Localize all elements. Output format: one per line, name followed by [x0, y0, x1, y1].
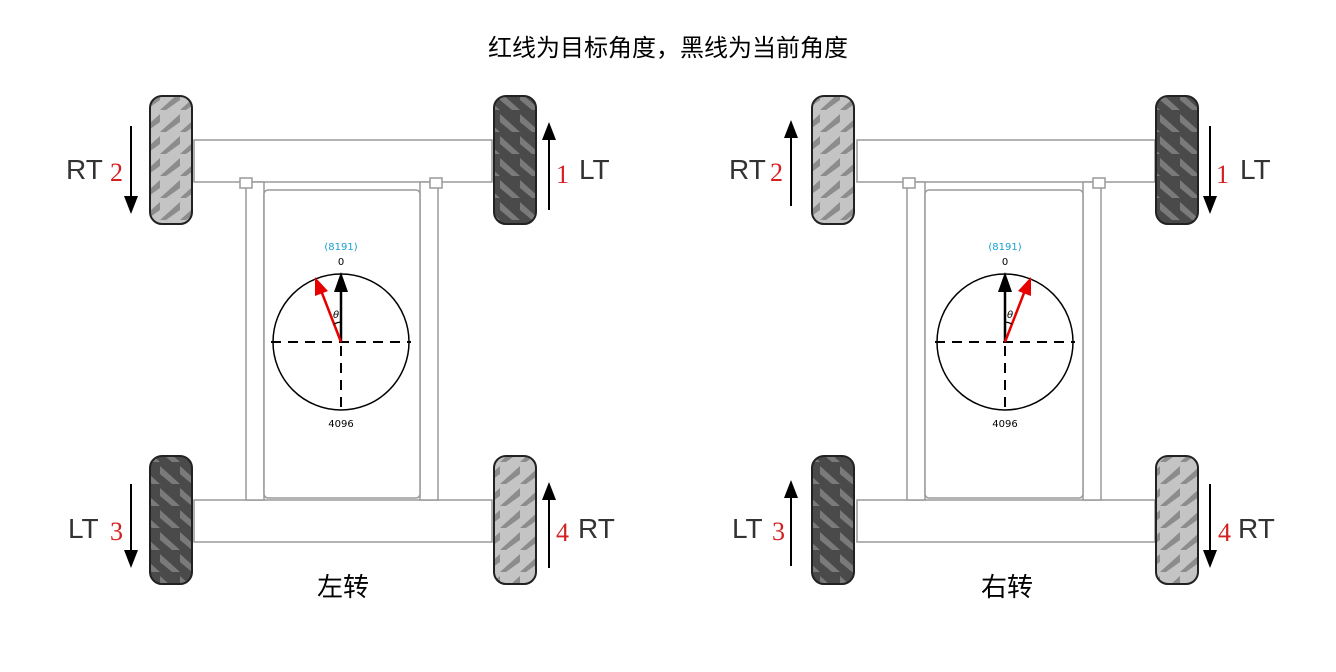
wheel-2-arrow-up	[784, 120, 798, 206]
encoder-max-label: (8191)	[324, 242, 357, 253]
target-angle-line	[315, 277, 343, 343]
current-angle-line	[998, 272, 1012, 342]
theta-symbol: θ	[333, 310, 339, 321]
wheel-3-label: LT	[68, 513, 99, 544]
wheel-1-number: 1	[556, 160, 569, 189]
left-turn-caption: 左转	[317, 573, 369, 603]
encoder-max-label: (8191)	[988, 242, 1021, 253]
encoder-top-label: 0	[1002, 257, 1008, 268]
theta-symbol: θ	[1007, 310, 1013, 321]
wheel-1-label: LT	[1240, 154, 1271, 185]
target-angle-line	[1003, 277, 1031, 343]
wheel-3	[811, 455, 855, 585]
encoder-bottom-label: 4096	[992, 419, 1017, 430]
wheel-2-label: RT	[66, 154, 103, 185]
wheel-4-label: RT	[1238, 513, 1275, 544]
wheel-3-arrow-up	[784, 480, 798, 566]
encoder-bottom-label: 4096	[328, 419, 353, 430]
right-turn-panel: RT 2 1 LT LT 3 4 RT θ (8191) 0 4096 右	[729, 95, 1275, 603]
wheel-4	[493, 455, 537, 585]
wheel-1	[1155, 95, 1199, 225]
wheel-4-label: RT	[578, 513, 615, 544]
wheel-2-number: 2	[770, 158, 783, 187]
wheel-2-label: RT	[729, 154, 766, 185]
right-turn-caption: 右转	[981, 573, 1033, 603]
wheel-4	[1155, 455, 1199, 585]
current-angle-line	[334, 272, 348, 342]
wheel-2	[149, 95, 193, 225]
wheel-3	[149, 455, 193, 585]
wheel-1	[493, 95, 537, 225]
encoder-dial: θ (8191) 0 4096	[935, 242, 1075, 430]
encoder-dial: θ (8191) 0 4096	[271, 242, 411, 430]
wheel-3-label: LT	[732, 513, 763, 544]
wheel-1-arrow-down	[1203, 126, 1217, 214]
theta-arc	[333, 321, 342, 325]
wheel-3-arrow-down	[124, 484, 138, 568]
left-turn-panel: RT 2 1 LT LT 3 4 RT θ (8191) 0 4096	[66, 95, 615, 603]
theta-arc	[1004, 321, 1013, 325]
wheel-4-number: 4	[556, 518, 569, 547]
wheel-2-number: 2	[110, 158, 123, 187]
wheel-3-number: 3	[772, 517, 785, 546]
wheel-3-number: 3	[110, 517, 123, 546]
wheel-4-arrow-down	[1203, 484, 1217, 568]
wheel-2	[811, 95, 855, 225]
wheel-4-number: 4	[1218, 518, 1231, 547]
wheel-1-label: LT	[579, 154, 610, 185]
wheel-1-number: 1	[1216, 160, 1229, 189]
encoder-top-label: 0	[338, 257, 344, 268]
wheel-4-arrow-up	[542, 482, 556, 568]
wheel-1-arrow-up	[542, 122, 556, 210]
wheel-2-arrow-down	[124, 126, 138, 214]
diagram-title: 红线为目标角度，黑线为当前角度	[488, 34, 848, 62]
